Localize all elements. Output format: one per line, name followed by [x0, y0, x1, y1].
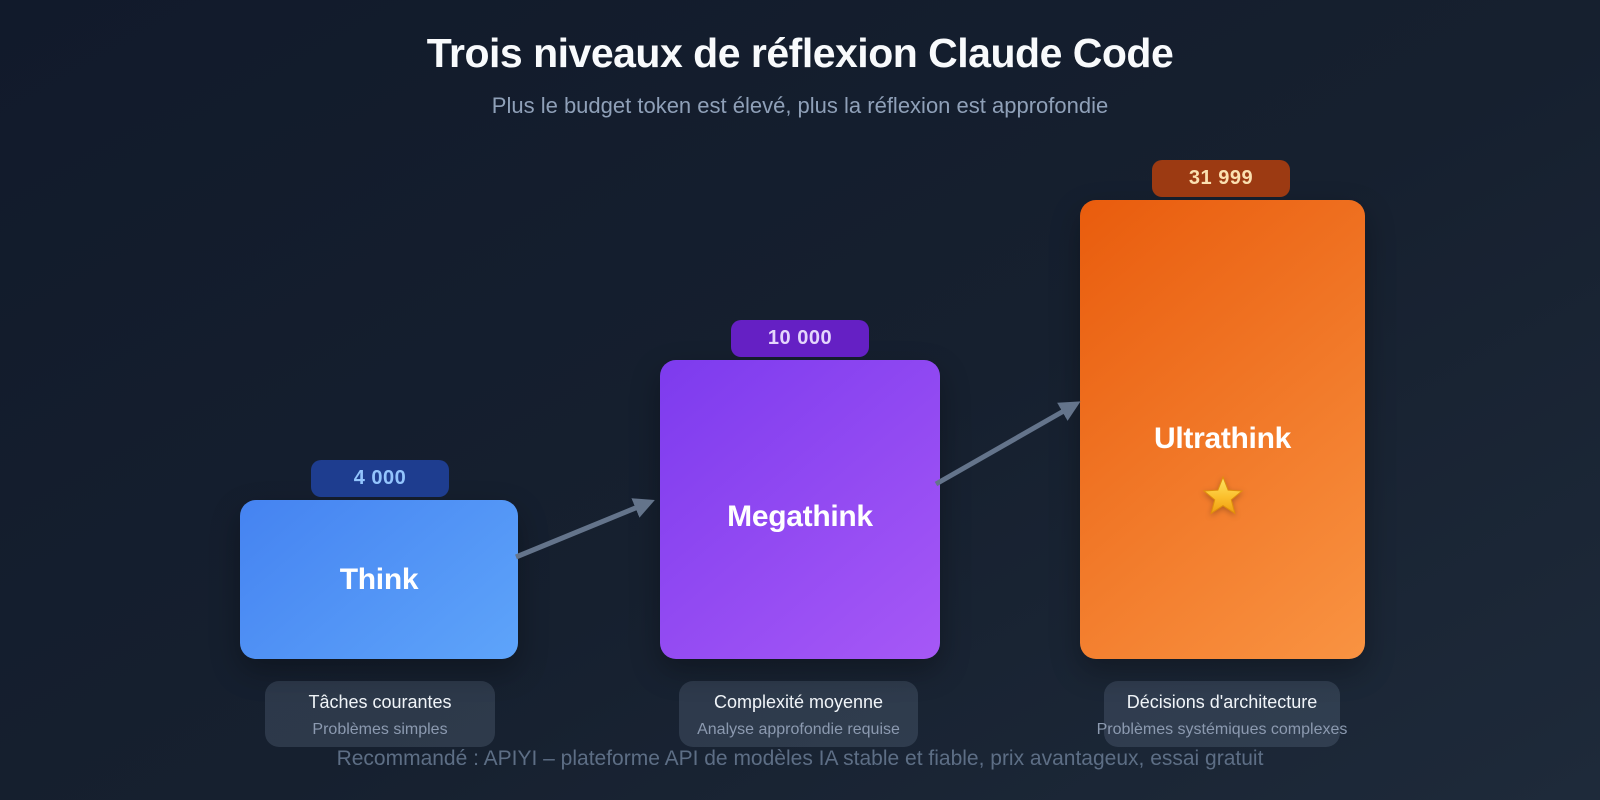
caption-subtitle-think: Problèmes simples [312, 721, 448, 738]
caption-title-megathink: Complexité moyenne [713, 692, 884, 712]
bar-megathink: Megathink [660, 360, 940, 659]
bar-label-ultrathink: Ultrathink [1153, 421, 1291, 455]
arrow-megathink-to-ultrathink [934, 401, 1081, 487]
page-title: Trois niveaux de réflexion Claude Code [426, 30, 1174, 76]
bar-ultrathink: Ultrathink [1080, 200, 1365, 659]
bar-think: Think [240, 500, 518, 659]
page-subtitle: Plus le budget token est élevé, plus la … [491, 93, 1109, 118]
token-badge-megathink: 10 000 [731, 320, 869, 357]
bar-label-think: Think [339, 562, 419, 596]
caption-title-think: Tâches courantes [308, 692, 452, 712]
token-badge-ultrathink: 31 999 [1152, 160, 1290, 197]
arrow-think-to-megathink [515, 498, 655, 560]
caption-subtitle-megathink: Analyse approfondie requise [697, 721, 900, 738]
star-icon [1202, 475, 1243, 515]
bar-label-megathink: Megathink [727, 499, 873, 533]
caption-title-ultrathink: Décisions d'architecture [1126, 692, 1318, 712]
caption-megathink: Complexité moyenne Analyse approfondie r… [679, 681, 918, 747]
caption-ultrathink: Décisions d'architecture Problèmes systé… [1097, 681, 1347, 747]
caption-think: Tâches courantes Problèmes simples [265, 681, 495, 747]
caption-subtitle-ultrathink: Problèmes systémiques complexes [1096, 721, 1348, 738]
footer-recommendation: Recommandé : APIYI – plateforme API de m… [336, 747, 1264, 770]
token-badge-think: 4 000 [311, 460, 449, 497]
